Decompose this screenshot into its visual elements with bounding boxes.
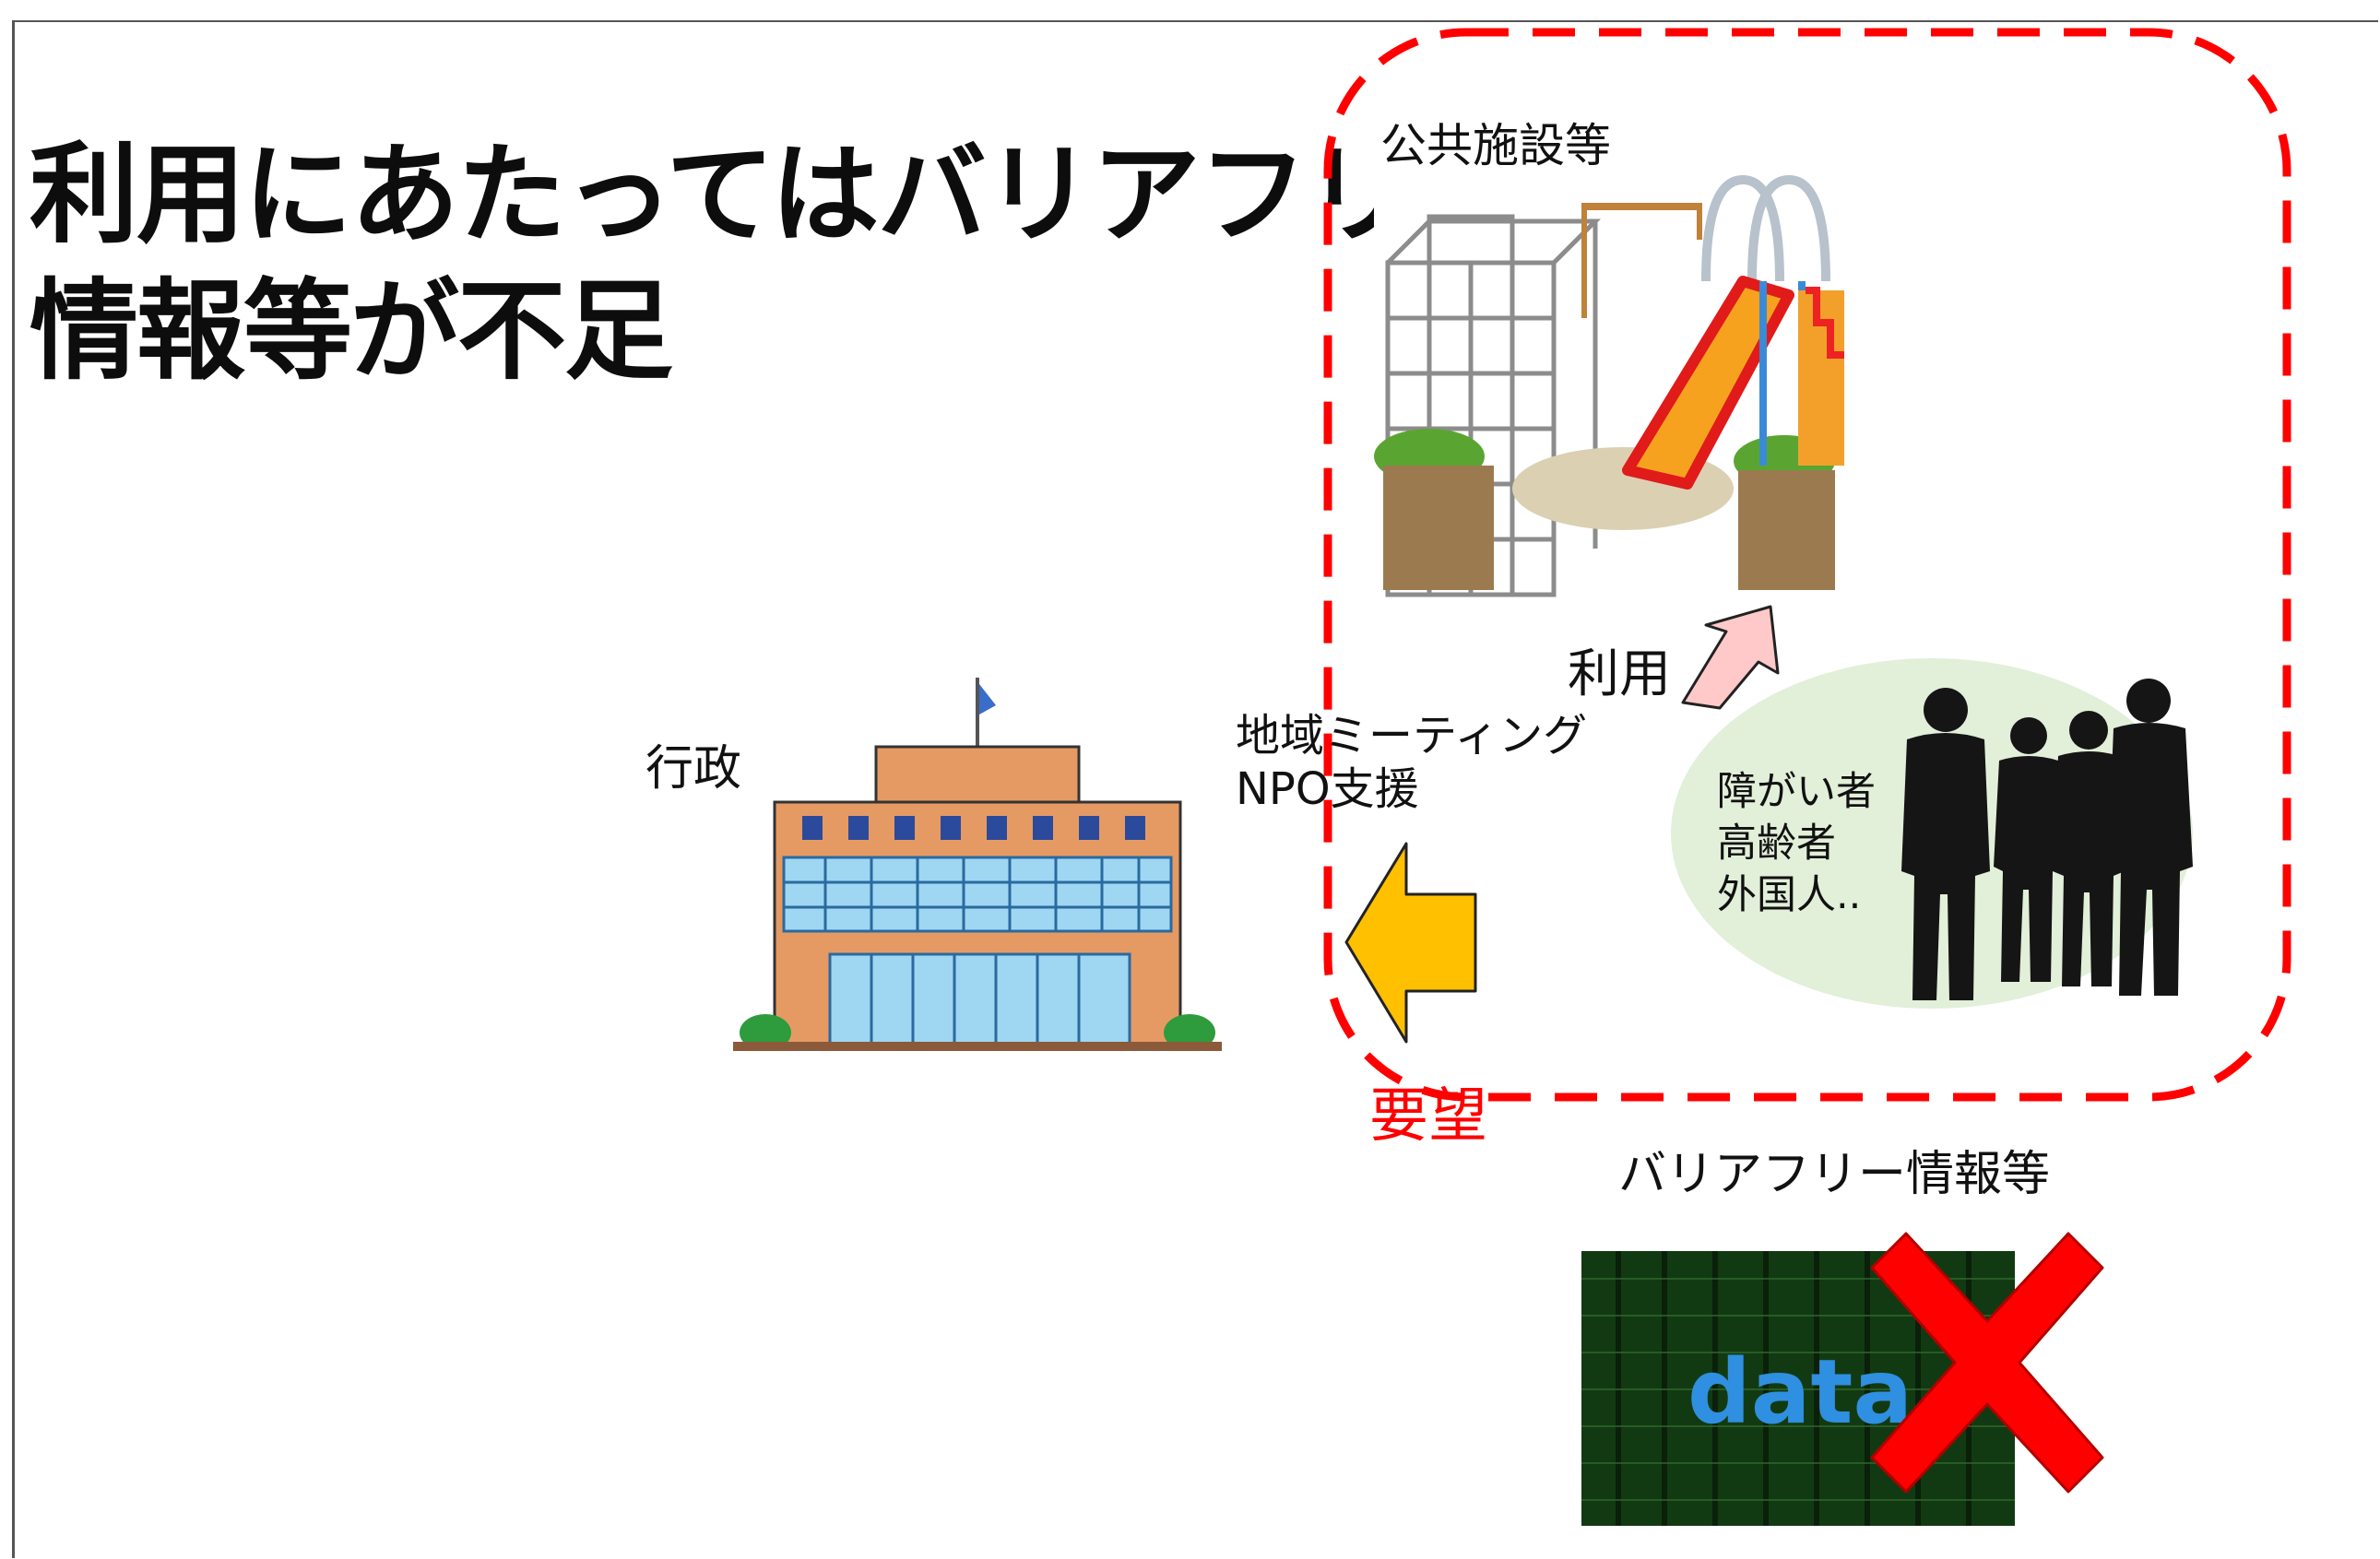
meeting-label: 地域ミーティング <box>1236 710 1588 762</box>
title-line-2: 情報等が不足 <box>30 267 673 395</box>
barrier-free-info-label: バリアフリー情報等 <box>1618 1147 2051 1202</box>
title-line-1: 利用にあたってはバリアフリー <box>30 131 1522 258</box>
request-label: 要望 <box>1369 1082 1487 1151</box>
slide-frame <box>12 20 2378 1558</box>
request-arrow-icon <box>1344 842 1477 1044</box>
government-label: 行政 <box>645 741 742 797</box>
npo-support-label: NPO支援 <box>1236 762 1419 815</box>
city-hall-icon <box>733 678 1222 1051</box>
public-facilities-label: 公共施設等 <box>1380 119 1611 172</box>
data-word: data <box>1687 1341 1913 1444</box>
people-silhouette-icon <box>1901 679 2193 1000</box>
user-group-item: 高齢者 <box>1717 820 1836 867</box>
cross-icon <box>1870 1232 2104 1494</box>
usage-arrow-icon <box>1681 605 1780 710</box>
usage-label: 利用 <box>1568 644 1671 704</box>
user-groups-list: 障がい者 高齢者 外国人.. <box>1717 767 1876 922</box>
playground-icon <box>1374 124 1844 687</box>
user-group-item: 外国人.. <box>1717 871 1862 918</box>
meeting-npo-label: 地域ミーティング NPO支援 <box>1236 710 1587 816</box>
user-group-item: 障がい者 <box>1717 769 1876 815</box>
